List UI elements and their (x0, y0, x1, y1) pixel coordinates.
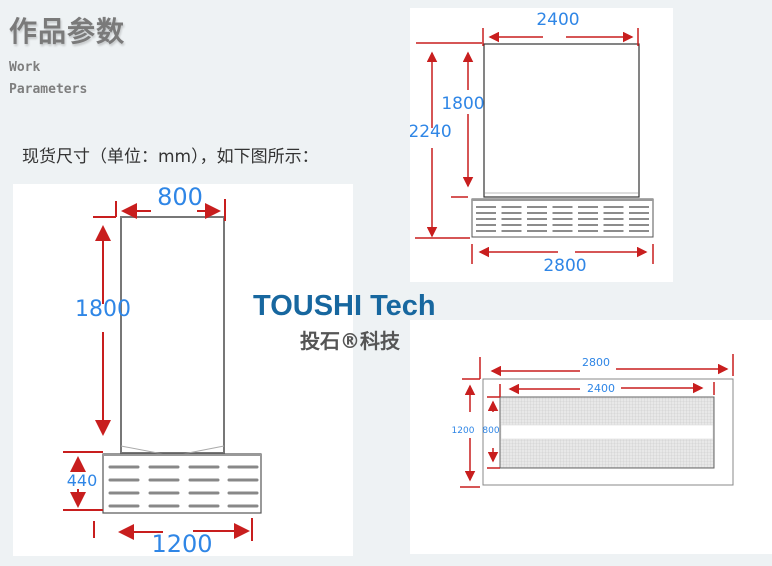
dim-base-height: 440 (67, 471, 98, 490)
dim-inner-width: 2400 (587, 382, 615, 395)
page-title: 作品参数 (9, 15, 126, 48)
size-note: 现货尺寸（单位：mm），如下图所示： (22, 147, 319, 167)
dim-outer-depth: 1200 (452, 426, 475, 436)
dim-screen-width: 800 (157, 184, 203, 211)
screen-body (483, 43, 640, 198)
drawing-top-view: 2800 2400 1200 800 (410, 320, 772, 554)
base-vents (108, 465, 259, 508)
dim-screen-height: 1800 (441, 94, 484, 114)
dim-screen-height: 1800 (75, 297, 131, 322)
drawing-front-small: 800 1800 440 1200 (13, 184, 353, 556)
dim-outer-width: 2800 (582, 356, 610, 369)
base-cabinet (102, 453, 262, 514)
drawing-front-large: 2400 1800 2240 2800 (410, 8, 673, 282)
dim-inner-depth: 800 (482, 426, 499, 436)
subtitle-parameters: Parameters (9, 82, 88, 97)
screen-body (120, 216, 225, 454)
dim-base-width: 1200 (151, 530, 212, 556)
subtitle-work: Work (9, 60, 41, 75)
dim-screen-width: 2400 (536, 10, 579, 30)
base-vents (476, 206, 649, 232)
brand-logo-cn: 投石®科技 (300, 329, 400, 353)
dim-base-width: 2800 (543, 256, 586, 276)
brand-logo-text: TOUSHI Tech (253, 290, 436, 322)
dim-total-height: 2240 (410, 122, 452, 142)
